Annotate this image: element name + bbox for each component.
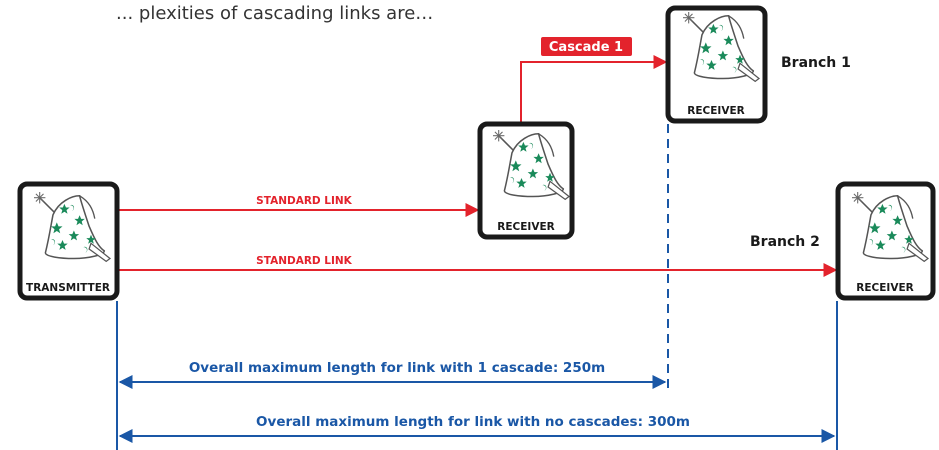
branch2-label: Branch 2 bbox=[750, 234, 820, 250]
intro-text: ... plexities of cascading links are… bbox=[116, 3, 433, 24]
cascade-length-label: Overall maximum length for link with 1 c… bbox=[189, 360, 605, 376]
receiver-branch1-label: RECEIVER bbox=[687, 105, 744, 117]
upper-standard-link-label: STANDARD LINK bbox=[256, 195, 353, 207]
cascade-badge: Cascade 1 bbox=[541, 37, 632, 56]
no-cascade-length-label: Overall maximum length for link with no … bbox=[256, 414, 690, 430]
transmitter-device: TRANSMITTER bbox=[17, 181, 120, 301]
receiver-middle-device: RECEIVER bbox=[477, 121, 575, 240]
lower-standard-link-label: STANDARD LINK bbox=[256, 255, 353, 267]
receiver-branch2-device: RECEIVER bbox=[835, 181, 936, 301]
cascade-badge-label: Cascade 1 bbox=[549, 40, 623, 55]
receiver-middle-label: RECEIVER bbox=[497, 221, 554, 233]
receiver-branch2-label: RECEIVER bbox=[856, 282, 913, 294]
transmitter-label: TRANSMITTER bbox=[26, 282, 110, 294]
receiver-branch1-device: RECEIVER bbox=[665, 5, 768, 124]
branch1-label: Branch 1 bbox=[781, 55, 851, 71]
cascade-link-arrow bbox=[520, 55, 668, 122]
